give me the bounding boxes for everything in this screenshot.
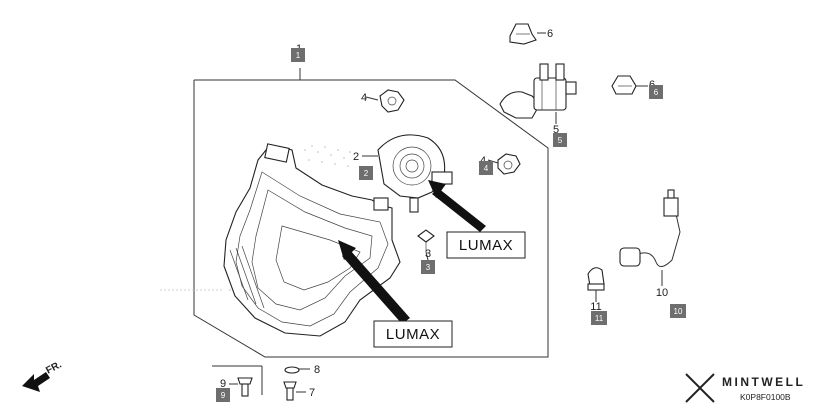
callout-number-11: 11 bbox=[590, 301, 601, 313]
callout-number-7: 7 bbox=[309, 387, 315, 399]
svg-text:LUMAX: LUMAX bbox=[386, 326, 440, 343]
screw bbox=[237, 377, 253, 397]
callout-number-5: 5 bbox=[553, 124, 559, 136]
svg-text:2: 2 bbox=[364, 169, 369, 178]
part-tag-2: 2 bbox=[359, 166, 373, 180]
bolt bbox=[283, 381, 297, 401]
svg-text:LUMAX: LUMAX bbox=[459, 237, 513, 254]
part-tags: 1 2 3 4 5 6 9 10 11 bbox=[216, 48, 686, 402]
callout-number-8: 8 bbox=[314, 364, 320, 376]
leader-lines bbox=[229, 32, 663, 393]
headlight-housing bbox=[223, 143, 401, 337]
svg-text:4: 4 bbox=[484, 164, 489, 173]
grommet bbox=[417, 229, 435, 252]
part-tag-10: 10 bbox=[670, 304, 686, 318]
lumax-label-bottom: LUMAX bbox=[373, 320, 453, 348]
part-tag-11: 11 bbox=[591, 311, 607, 325]
part-tag-9: 9 bbox=[216, 388, 230, 402]
callout-number-9: 9 bbox=[220, 378, 226, 390]
mintwell-logo-icon bbox=[685, 373, 715, 403]
callout-number-10: 10 bbox=[656, 287, 668, 299]
callout-number-2: 2 bbox=[353, 151, 359, 163]
diagram-code: K0P8F0100B bbox=[740, 392, 791, 402]
svg-text:6: 6 bbox=[654, 88, 659, 97]
lumax-arrow-bottom bbox=[338, 240, 410, 324]
svg-text:3: 3 bbox=[426, 263, 431, 272]
callout-number-6a: 6 bbox=[547, 28, 553, 40]
svg-text:9: 9 bbox=[221, 391, 226, 400]
part-tag-5: 5 bbox=[553, 133, 567, 147]
rubber-cap-top bbox=[509, 23, 537, 45]
part-tag-6b: 6 bbox=[649, 85, 663, 99]
brand-name: MINTWELL bbox=[722, 375, 805, 389]
lumax-arrow-top bbox=[428, 180, 486, 232]
headlight-bulb bbox=[499, 63, 577, 119]
front-arrow-icon bbox=[22, 372, 50, 392]
branding: MINTWELL K0P8F0100B bbox=[685, 373, 805, 403]
svg-text:1: 1 bbox=[296, 51, 301, 60]
svg-text:11: 11 bbox=[595, 314, 604, 323]
nut bbox=[284, 366, 300, 374]
lumax-label-top: LUMAX bbox=[446, 231, 526, 259]
clip-upper bbox=[379, 89, 405, 113]
callout-number-3: 3 bbox=[425, 248, 431, 260]
svg-text:5: 5 bbox=[558, 136, 563, 145]
position-bulb bbox=[587, 267, 605, 291]
svg-text:10: 10 bbox=[674, 307, 683, 316]
part-tag-4b: 4 bbox=[479, 161, 493, 175]
assembly-outline bbox=[193, 68, 549, 358]
part-tag-1: 1 bbox=[291, 48, 305, 62]
part-tag-3: 3 bbox=[421, 260, 435, 274]
clip-lower bbox=[497, 153, 521, 175]
front-direction-indicator: FR. bbox=[22, 359, 64, 392]
socket-harness bbox=[619, 189, 681, 267]
rubber-cap-right bbox=[611, 75, 637, 95]
callout-number-4a: 4 bbox=[361, 92, 367, 104]
front-label: FR. bbox=[44, 359, 64, 376]
